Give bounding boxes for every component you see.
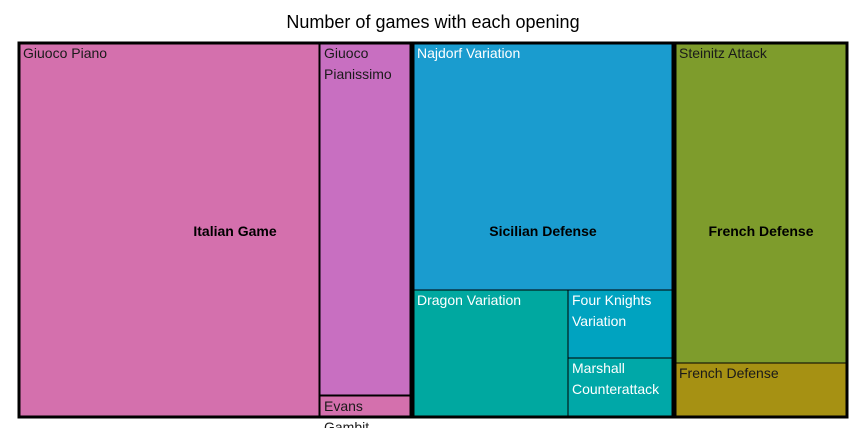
treemap-tile-steinitz-attack-2-0: [674, 42, 848, 364]
chart-title: Number of games with each opening: [286, 12, 580, 32]
treemap-group-label-sicilian-defense: Sicilian Defense: [489, 223, 597, 239]
treemap-tile-label-french-defense-2-1: French Defense: [679, 365, 779, 381]
treemap-tile-dragon-variation-1-1: [412, 289, 569, 418]
treemap-tile-marshall-counterattack-1-3: [567, 357, 674, 418]
treemap-tile-label-steinitz-attack-2-0: Steinitz Attack: [679, 45, 768, 61]
treemap-group-italian-game: [17, 41, 413, 419]
treemap-group-label-french-defense: French Defense: [708, 223, 813, 239]
treemap-tile-label-giuoco-piano-0-0: Giuoco Piano: [23, 45, 107, 61]
treemap-tile-najdorf-variation-1-0: [412, 42, 674, 291]
treemap-tile-four-knights-variation-1-2: [567, 289, 674, 359]
treemap-tile-giuoco-pianissimo-0-1: [319, 42, 412, 396]
treemap-group-label-bg-sicilian-defense: [487, 223, 599, 239]
treemap-group-label-bg-french-defense: [706, 223, 816, 239]
treemap-group-label-italian-game: Italian Game: [193, 223, 276, 239]
treemap-tile-label-najdorf-variation-1-0: Najdorf Variation: [417, 45, 520, 61]
treemap-group-sicilian-defense: [411, 41, 675, 419]
treemap-group-label-bg-italian-game: [191, 223, 279, 239]
treemap-group-french-defense: [673, 41, 849, 419]
treemap-tile-label-dragon-variation-1-1: Dragon Variation: [417, 292, 521, 308]
